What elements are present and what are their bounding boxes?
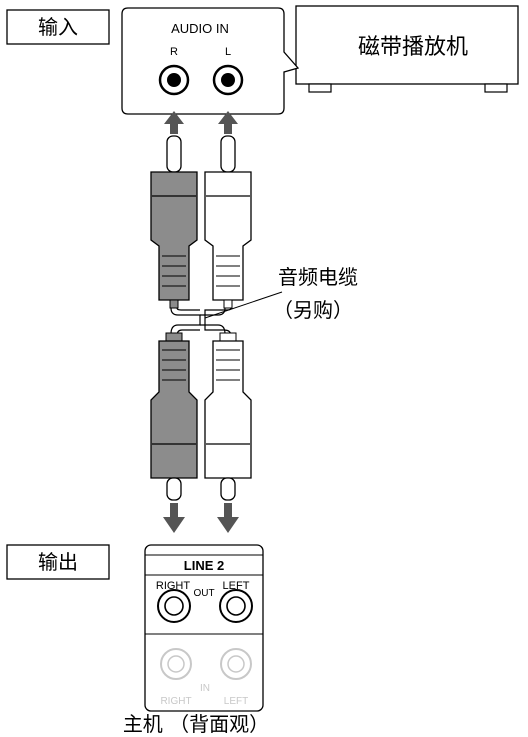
bottom-plug-left-channel [204,332,252,501]
audio-in-r-jack [158,64,190,96]
main-unit-panel: LINE 2 RIGHT OUT LEFT IN RIGHT LEFT [144,544,264,712]
input-label: 输入 [38,15,78,39]
cable-label-line1: 音频电缆 [278,265,358,289]
arrow-down-right-channel-icon [163,503,185,533]
in-label: IN [200,683,210,694]
main-unit-caption: 主机 （背面观） [123,712,269,736]
cassette-deck: 磁带播放机 [295,5,519,93]
output-label-box: 输出 [6,544,110,580]
in-left-label: LEFT [224,696,248,707]
arrow-down-left-channel-icon [217,503,239,533]
out-left-jack [219,589,253,623]
top-plug-right-channel [150,135,198,309]
line2-title: LINE 2 [184,558,224,573]
audio-in-l-label: L [225,46,231,58]
bottom-plug-right-channel [150,332,198,501]
out-left-label: LEFT [223,580,250,592]
arrow-up-right-channel-icon [164,111,184,134]
audio-in-title: AUDIO IN [171,21,229,36]
out-right-label: RIGHT [156,580,191,592]
cable-label-line2: （另购） [273,298,353,322]
audio-in-l-jack [212,64,244,96]
out-right-jack [157,589,191,623]
audio-in-r-label: R [170,46,178,58]
top-plug-left-channel [204,135,252,309]
input-label-box: 输入 [6,9,110,45]
in-right-label: RIGHT [160,696,191,707]
arrow-up-left-channel-icon [218,111,238,134]
out-label: OUT [193,588,214,599]
in-right-jack [160,648,192,680]
output-label: 输出 [38,550,78,574]
cable-callout-line [204,291,283,319]
cassette-deck-label: 磁带播放机 [358,35,468,60]
in-left-jack [220,648,252,680]
audio-in-panel: AUDIO IN R L [121,7,300,115]
